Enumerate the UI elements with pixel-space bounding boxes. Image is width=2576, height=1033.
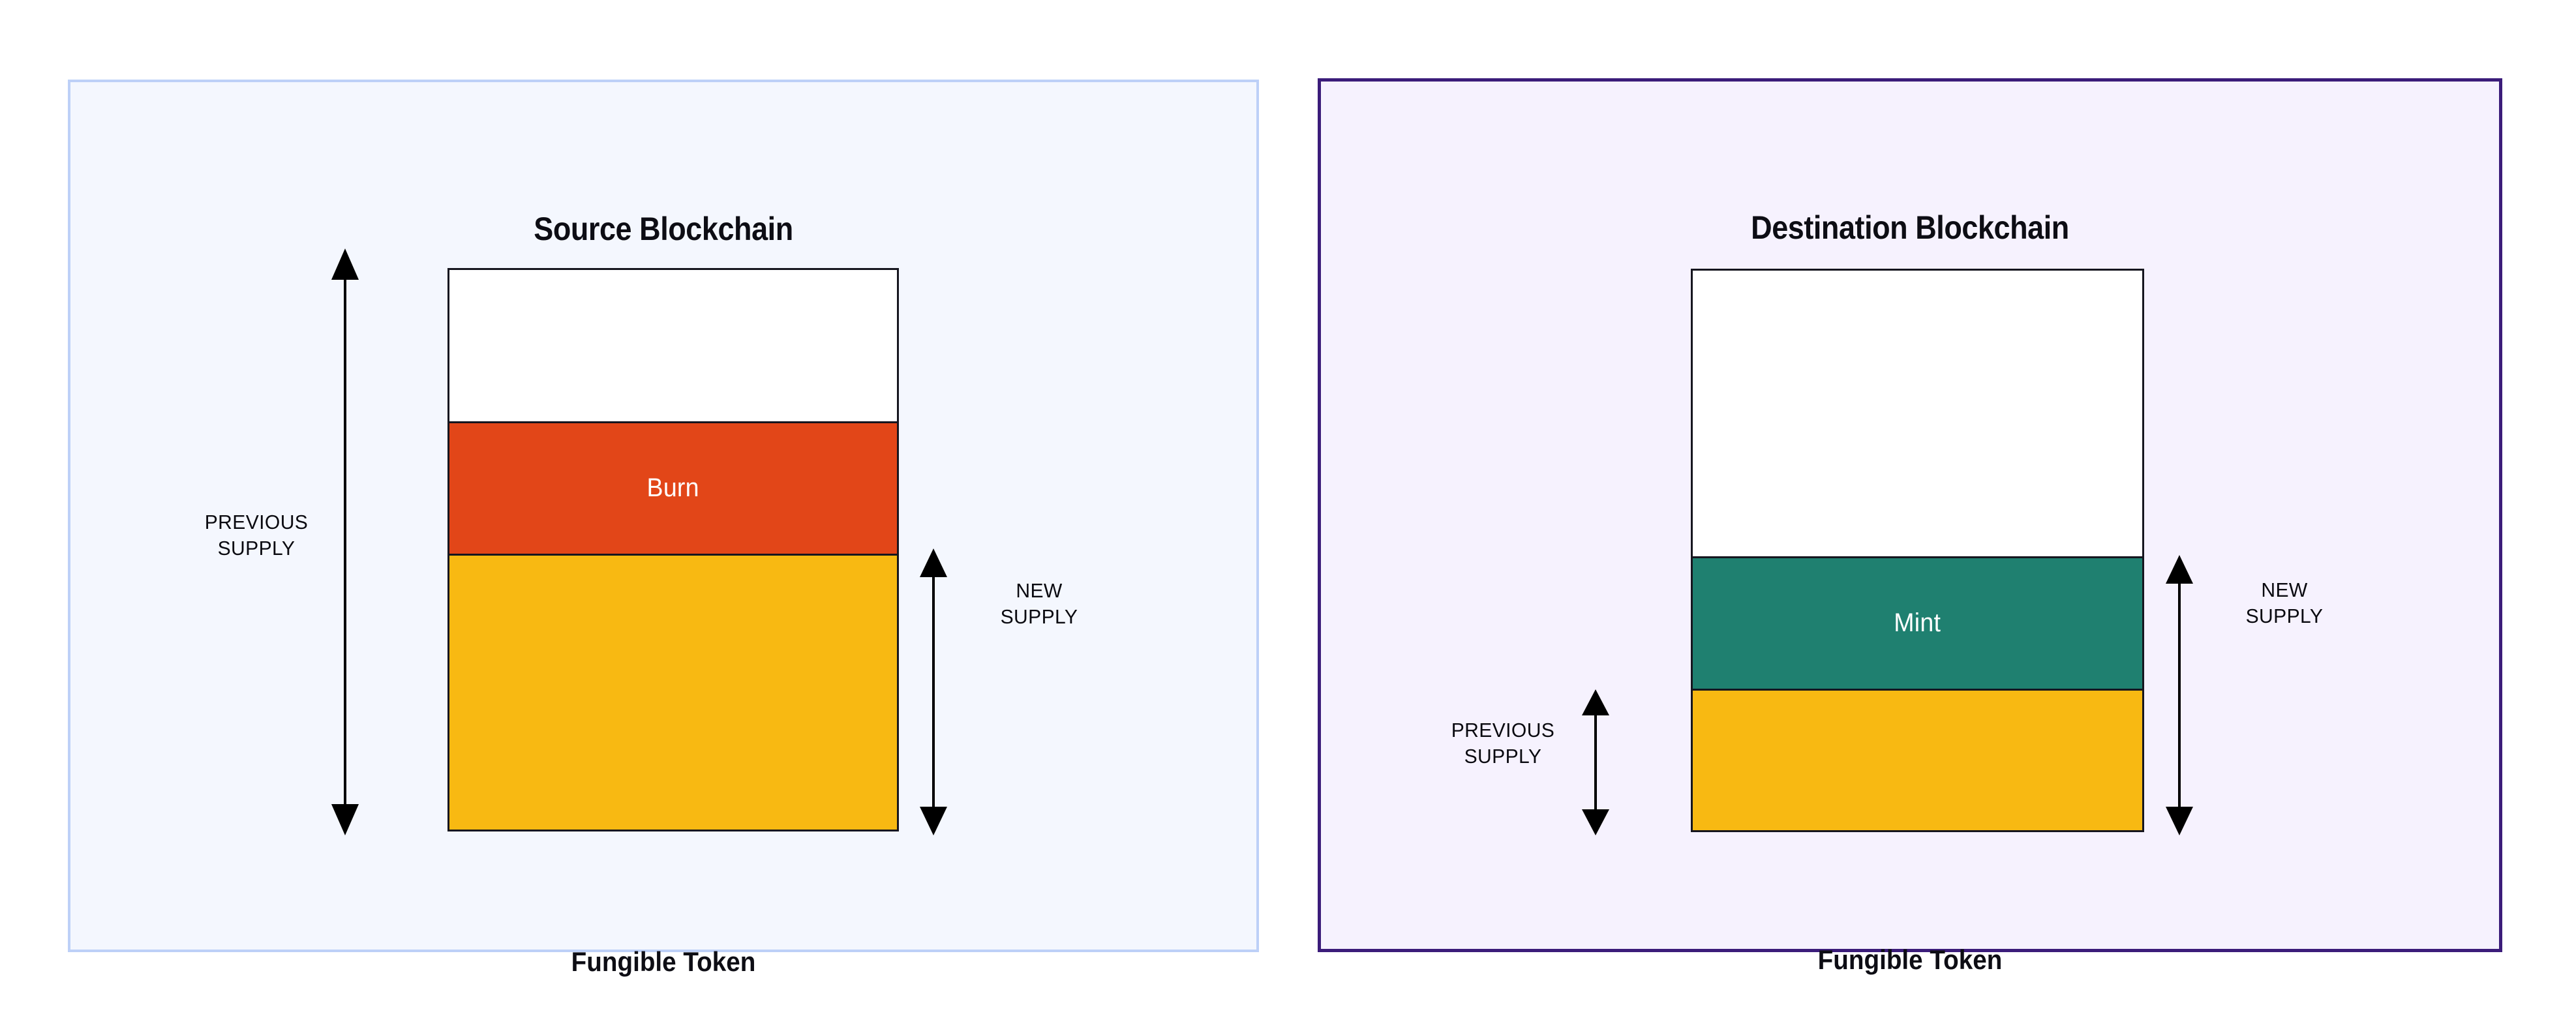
destination-empty-headroom-segment [1693, 271, 2142, 556]
new-supply-dimension-arrow [2166, 555, 2193, 835]
destination-supply-bar: Mint [1691, 269, 2144, 832]
previous-supply-label: PREVIOUS SUPPLY [204, 511, 309, 560]
previous-supply-label: PREVIOUS SUPPLY [1451, 719, 1555, 768]
source-supply-bar: Burn [447, 268, 899, 831]
destination-panel-title: Destination Blockchain [1751, 209, 2069, 246]
previous-supply-dimension-arrow [331, 248, 359, 835]
previous-supply-dimension-arrow [1582, 689, 1609, 835]
destination-blockchain-panel: Destination Blockchain PREVIOUS SUPPLY M… [1318, 78, 2502, 975]
source-empty-headroom-segment [449, 270, 897, 421]
source-blockchain-panel: Source Blockchain PREVIOUS SUPPLY Burn N… [68, 80, 1259, 977]
new-supply-dimension-arrow [920, 548, 947, 835]
burn-segment: Burn [449, 421, 897, 556]
new-supply-label: NEW SUPPLY [1000, 579, 1078, 629]
new-supply-label: NEW SUPPLY [2245, 578, 2324, 628]
source-panel-title: Source Blockchain [534, 211, 793, 247]
destination-existing-supply-segment [1693, 690, 2142, 830]
mint-segment: Mint [1693, 556, 2142, 691]
source-remaining-supply-segment [449, 555, 897, 830]
destination-token-caption: Fungible Token [1817, 944, 2003, 975]
burn-segment-label: Burn [646, 473, 700, 503]
source-token-caption: Fungible Token [571, 946, 756, 977]
mint-segment-label: Mint [1894, 608, 1941, 638]
